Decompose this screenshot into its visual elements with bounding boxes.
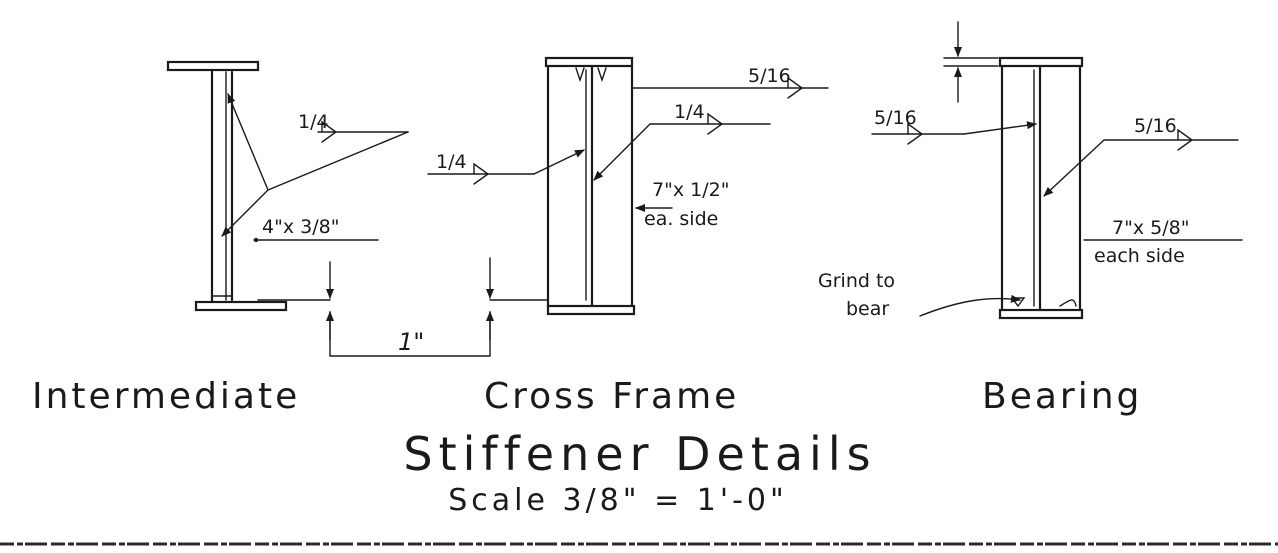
top-flange xyxy=(166,60,260,72)
left-weld-size-label: 1/4 xyxy=(436,151,467,173)
top-weld-mark-right xyxy=(597,67,607,83)
right-weld-leader xyxy=(1043,139,1105,197)
bottom-flange xyxy=(998,308,1084,320)
weld-reference-line xyxy=(267,131,409,191)
fillet-weld-symbol xyxy=(321,120,338,143)
grind-note-label-2: bear xyxy=(846,298,889,320)
weld-size-label: 1/4 xyxy=(298,111,329,133)
left-fillet-weld-symbol xyxy=(907,122,924,145)
scale-label: Scale 3/8" = 1'-0" xyxy=(448,483,788,518)
drawing-title: Stiffener Details xyxy=(403,427,876,481)
intermediate-caption: Intermediate xyxy=(32,376,300,417)
stiffener-note-label: each side xyxy=(1094,245,1185,267)
left-weld-size-label: 5/16 xyxy=(874,107,917,129)
cross-frame-stiffener-detail: 5/16 1/4 1/4 7"x 1/2" ea. side Cross Fra… xyxy=(427,56,829,417)
top-weld-size-label: 5/16 xyxy=(748,65,791,87)
right-fillet-weld-symbol xyxy=(707,112,724,135)
left-weld-leader xyxy=(533,149,585,175)
bearing-caption: Bearing xyxy=(982,376,1142,417)
top-flange xyxy=(998,56,1084,68)
left-weld-leader xyxy=(963,121,1037,135)
right-weld-size-label: 5/16 xyxy=(1134,115,1177,137)
right-fillet-weld-symbol xyxy=(1177,128,1194,151)
leader-dot xyxy=(253,237,259,243)
left-fillet-weld-symbol xyxy=(473,162,490,185)
bearing-stiffener-detail: 5/16 5/16 7"x 5/8" each side Grind to be… xyxy=(818,21,1243,417)
bottom-flange xyxy=(546,304,636,316)
stiffener-size-label: 7"x 5/8" xyxy=(1112,217,1189,239)
stiffener-size-label: 7"x 1/2" xyxy=(652,179,729,201)
top-weld-mark-left xyxy=(575,67,585,83)
stiffener-note-label: ea. side xyxy=(644,208,718,230)
top-flange xyxy=(544,56,634,68)
stiffener-size-label: 4"x 3/8" xyxy=(262,216,339,238)
dimension-bracket xyxy=(329,311,491,357)
intermediate-stiffener-detail: 1/4 4"x 3/8" Intermediate xyxy=(32,60,409,417)
bottom-flange xyxy=(194,300,288,312)
spacing-dimension: 1" xyxy=(257,257,549,357)
right-weld-size-label: 1/4 xyxy=(674,101,705,123)
weld-leader-lower xyxy=(221,189,269,237)
top-fillet-weld-symbol xyxy=(787,76,804,99)
grind-note-label-1: Grind to xyxy=(818,270,895,292)
cross-frame-caption: Cross Frame xyxy=(484,376,739,417)
right-weld-leader xyxy=(593,123,651,181)
grind-leader-line xyxy=(919,294,1021,317)
grind-weld-mark-right xyxy=(1059,299,1077,307)
spacing-dim-label: 1" xyxy=(398,328,424,356)
weld-leader-upper xyxy=(227,93,269,191)
